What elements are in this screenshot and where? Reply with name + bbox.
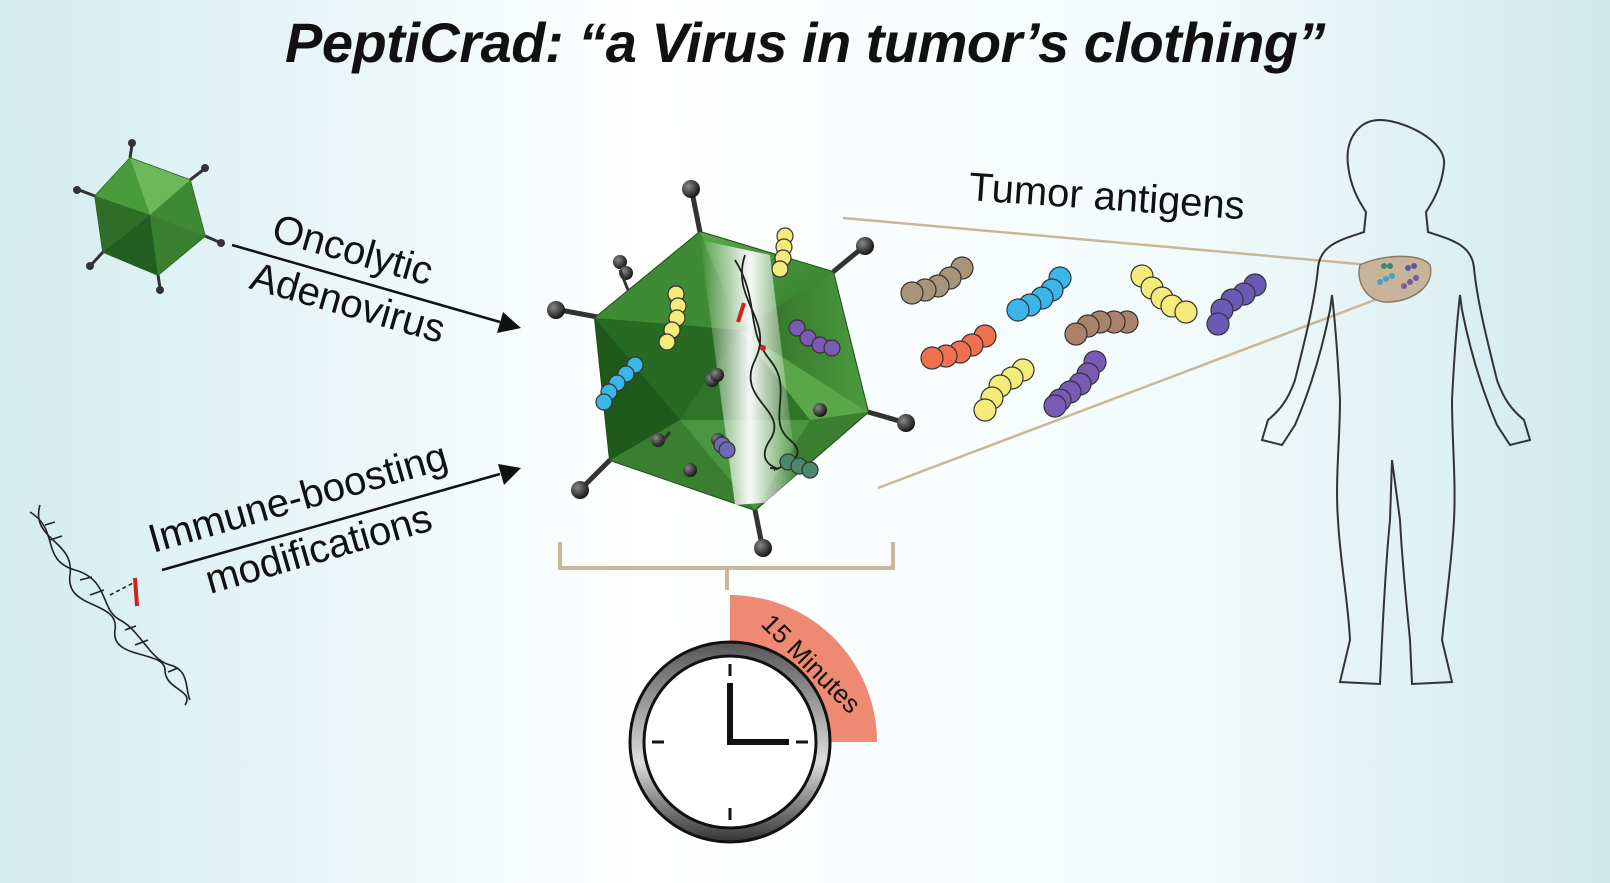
peptide-chain-icon [779,453,819,479]
peptide-chain-icon [771,227,794,278]
peptide-chain-icon [1006,266,1072,322]
immune-arrow [161,464,521,572]
peptide-chain-icon [1206,273,1267,336]
peptide-chain-icon [920,324,997,370]
projection-lines [842,216,1381,490]
peptide-chain-icon [1043,350,1107,418]
peptide-chain-icon [1130,264,1198,324]
peptide-chain-icon [595,356,644,411]
peptide-chain-icon [1064,310,1139,346]
bracket [558,542,895,590]
oncolytic-arrow [231,243,521,333]
peptide-chain-icon [973,358,1035,422]
dna-helix-icon [29,504,191,706]
peptide-chain-icon [713,436,736,459]
tumor-antigen-peptides [900,256,1267,422]
peptide-chain-icon [900,256,974,305]
page-title: PeptiCrad: “a Virus in tumor’s clothing” [285,11,1325,74]
human-body-icon [1260,118,1532,686]
peptide-chain-icon [658,285,687,351]
tumor-antigens-label: Tumor antigens [967,165,1246,228]
capsid-peptides [595,227,841,479]
virus-capsid-icon [547,180,915,557]
adenovirus-icon [73,139,225,294]
peptide-chain-icon [788,319,841,357]
tumor-icon [1358,255,1432,303]
clock-icon [628,595,877,844]
